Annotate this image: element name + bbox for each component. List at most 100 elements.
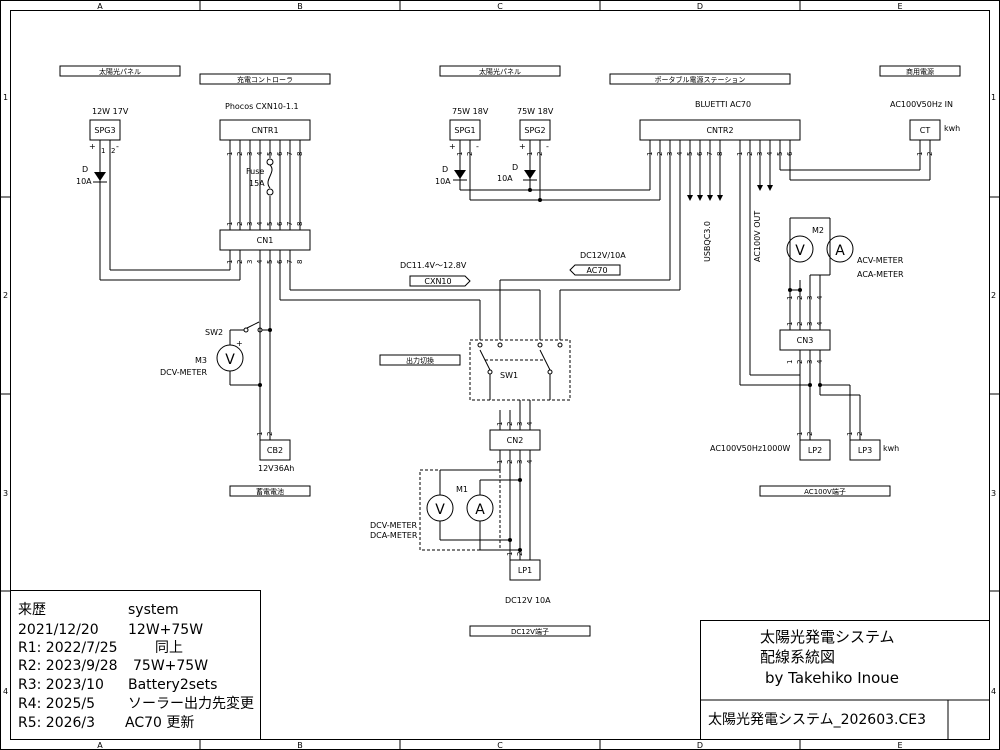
- row-label-2-right: 2: [991, 291, 996, 300]
- pin-number: 2: [926, 152, 934, 156]
- pin-number: 3: [516, 422, 524, 426]
- m3-meter: V + M3 DCV-METER: [160, 339, 244, 377]
- pin-number: 2: [806, 432, 814, 436]
- spg3-plus: +: [89, 142, 96, 151]
- col-label-d-bottom: D: [697, 741, 703, 750]
- fuse-15a: Fuse 15A: [246, 158, 274, 196]
- title-filename: 太陽光発電システム_202603.CE3: [708, 712, 926, 728]
- pin-number: 1: [226, 222, 234, 226]
- row-label-4-right: 4: [991, 687, 996, 696]
- section-label-storage-battery: 蓄電電池: [229, 485, 311, 497]
- ct-unit: kwh: [944, 124, 960, 133]
- col-label-c-bottom: C: [497, 741, 503, 750]
- pin-number: 5: [686, 152, 694, 156]
- col-label-a-bottom: A: [97, 741, 103, 750]
- signal-cxn10: DC11.4V～12.8V CXN10: [400, 261, 471, 287]
- svg-text:蓄電電池: 蓄電電池: [256, 487, 284, 496]
- cntr2-power-station: BLUETTI AC70 CNTR2: [639, 100, 801, 141]
- pin-number: 2: [796, 360, 804, 364]
- m1-amp-symbol: A: [475, 502, 485, 518]
- pin-number: 1: [916, 152, 924, 156]
- pin-number: 4: [816, 295, 824, 300]
- pin-number: 1: [846, 432, 854, 436]
- history-row-1-rev: R1: 2022/7/25: [18, 640, 118, 656]
- pin-number: 5: [266, 152, 274, 156]
- m3-desc: DCV-METER: [160, 368, 208, 377]
- cntr2-label: CNTR2: [706, 126, 733, 135]
- pin-number: 3: [756, 152, 764, 156]
- title-line1: 太陽光発電システム: [760, 628, 895, 646]
- history-row-0-rev: 2021/12/20: [18, 622, 99, 638]
- section-label-solar-left: 太陽光パネル: [59, 65, 181, 77]
- svg-text:DC12V端子: DC12V端子: [511, 627, 549, 636]
- spg1-panel: 75W 18V SPG1 + -: [449, 107, 489, 151]
- pin-number: 2: [236, 260, 244, 264]
- section-label-power-station: ポータブル電源ステーション: [609, 73, 791, 85]
- col-label-e: E: [897, 2, 902, 11]
- lp3-outlet: LP3 kwh: [849, 439, 899, 461]
- pin-number: 2: [856, 432, 864, 436]
- svg-text:出力切換: 出力切換: [406, 356, 434, 365]
- svg-text:AC100V端子: AC100V端子: [804, 487, 846, 496]
- cntr1-controller: Phocos CXN10-1.1 CNTR1: [219, 102, 311, 141]
- history-row-5-rev: R5: 2026/3: [18, 715, 95, 731]
- pin-number: 4: [526, 459, 534, 464]
- diode-spg3-rating: 10A: [76, 177, 92, 186]
- pin-number: 2: [656, 152, 664, 156]
- pin-number: 4: [766, 151, 774, 156]
- pin-number: 6: [276, 259, 284, 264]
- spg3-minus: -: [116, 142, 119, 151]
- title-line3: by Takehiko Inoue: [765, 669, 899, 687]
- lp1-outlet: LP1 DC12V 10A: [505, 559, 551, 605]
- spg3-pin2: 2: [111, 147, 115, 155]
- ct-spec: AC100V50Hz IN: [890, 100, 953, 109]
- pin-number: 4: [816, 359, 824, 364]
- history-header-right: system: [128, 602, 179, 618]
- cb2-spec: 12V36Ah: [258, 464, 294, 473]
- output-arrows: [687, 185, 773, 201]
- pin-number: 7: [286, 260, 294, 264]
- diode-spg2: D 10A: [497, 163, 537, 183]
- cn3-connector: CN3: [779, 329, 831, 351]
- svg-text:太陽光パネル: 太陽光パネル: [99, 67, 141, 76]
- title-block: 太陽光発電システム 配線系統図 by Takehiko Inoue 太陽光発電シ…: [700, 620, 990, 740]
- pin-number: 2: [236, 222, 244, 226]
- wires: [99, 140, 931, 560]
- ac70-spec: DC12V/10A: [580, 251, 626, 260]
- diode-spg1-label: D: [442, 165, 448, 174]
- pin-number: 2: [746, 152, 754, 156]
- cn2-label: CN2: [507, 436, 524, 445]
- pin-number: 8: [296, 152, 304, 156]
- pin-number: 1: [786, 360, 794, 364]
- pin-number: 3: [806, 296, 814, 300]
- pin-number: 1: [226, 260, 234, 264]
- pin-number: 3: [246, 152, 254, 156]
- spg2-label: SPG2: [524, 126, 545, 135]
- section-label-charge-controller: 充電コントローラ: [199, 73, 331, 85]
- m1-label: M1: [456, 485, 468, 494]
- history-row-0-desc: 12W+75W: [128, 622, 203, 638]
- row-label-3: 3: [3, 489, 8, 498]
- sw2-label: SW2: [205, 328, 223, 337]
- pin-number: 5: [266, 222, 274, 226]
- svg-text:ポータブル電源ステーション: ポータブル電源ステーション: [655, 75, 746, 84]
- spg3-panel: 12W 17V SPG3 + - 1 2: [89, 107, 129, 155]
- pin-number: 4: [526, 421, 534, 426]
- title-line2: 配線系統図: [760, 648, 835, 666]
- sw1-label: SW1: [500, 371, 518, 380]
- m2-desc1: ACV-METER: [857, 256, 904, 265]
- m1-desc1: DCV-METER: [370, 521, 418, 530]
- spg2-panel: 75W 18V SPG2 + -: [517, 107, 554, 151]
- m3-plus: +: [236, 339, 243, 348]
- spg2-plus: +: [519, 142, 526, 151]
- history-header-left: 来歴: [18, 602, 46, 618]
- history-row-3-desc: Battery2sets: [128, 677, 217, 693]
- history-row-4-desc: ソーラー出力先変更: [128, 695, 254, 712]
- m1-desc2: DCA-METER: [370, 531, 418, 540]
- col-label-e-bottom: E: [897, 741, 902, 750]
- spg1-label: SPG1: [454, 126, 475, 135]
- pin-number: 4: [256, 259, 264, 264]
- pin-number: 1: [256, 432, 264, 436]
- lp2-outlet: LP2 AC100V50Hz1000W: [710, 439, 831, 461]
